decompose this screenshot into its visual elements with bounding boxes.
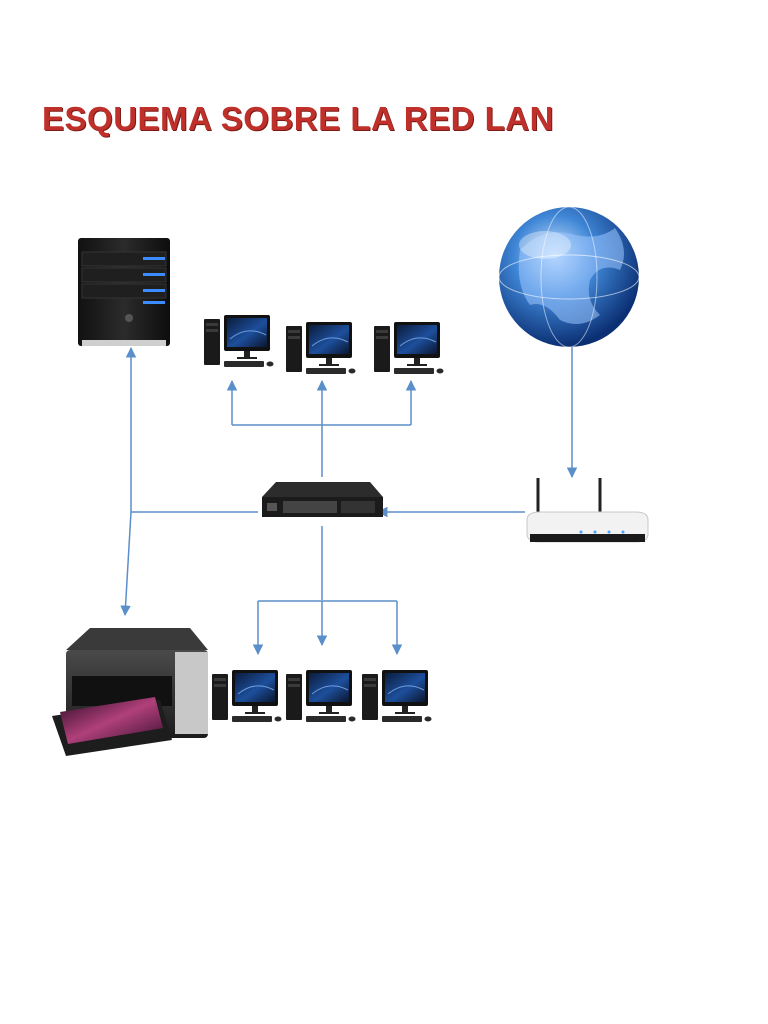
network-switch-icon xyxy=(262,482,383,517)
printer-icon xyxy=(52,628,208,756)
desktop-computer-icon xyxy=(285,669,356,723)
desktop-computer-icon xyxy=(203,314,274,368)
desktop-computer-icon xyxy=(211,669,282,723)
desktop-computer-icon xyxy=(361,669,432,723)
desktop-computer-icon xyxy=(285,321,356,375)
page-title: ESQUEMA SOBRE LA RED LAN xyxy=(42,100,554,137)
globe-icon xyxy=(498,206,640,348)
wifi-router-icon xyxy=(526,478,649,543)
arrow-to-printer xyxy=(120,511,132,617)
desktop-computer-icon xyxy=(373,321,444,375)
server-tower-icon xyxy=(78,238,170,346)
